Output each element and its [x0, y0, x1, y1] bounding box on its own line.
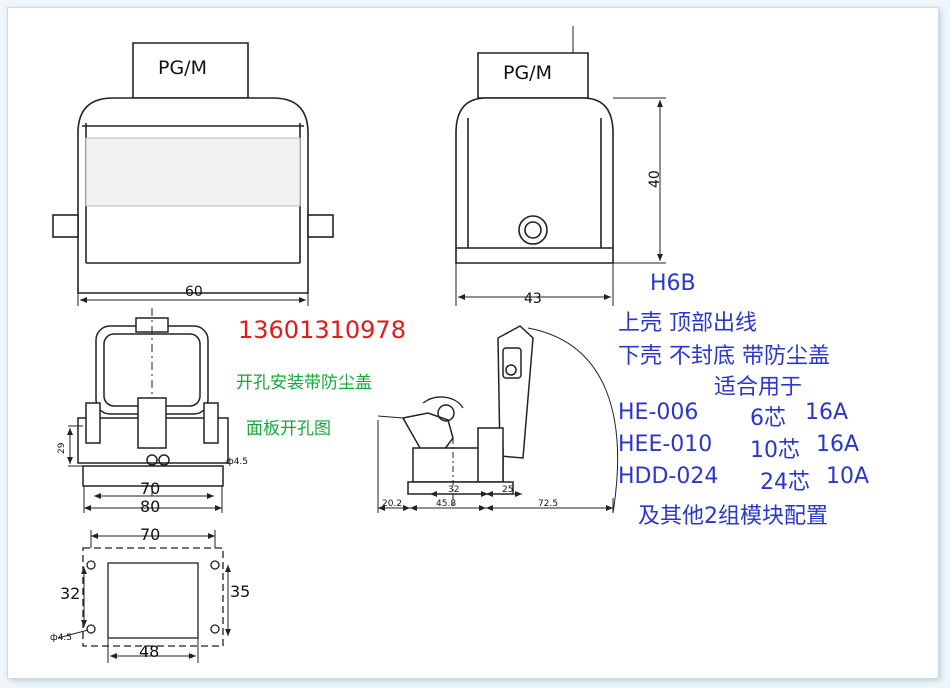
spec-upper-shell: 上壳 顶部出线 — [618, 311, 757, 336]
spec-row-2-cores: 10芯 — [750, 438, 800, 463]
base-dim-29: 29 — [57, 442, 67, 454]
cutout-dim-48: 48 — [139, 642, 159, 661]
side-gland-label: PG/M — [503, 62, 552, 84]
side-view — [455, 26, 666, 306]
spec-applicable: 适合用于 — [714, 375, 803, 400]
spec-row-3-cores: 24芯 — [760, 470, 810, 495]
spec-model: H6B — [650, 271, 696, 296]
spec-row-2-current: 16A — [816, 432, 860, 457]
spec-row-1-name: HE-006 — [618, 400, 699, 425]
spec-row-1-cores: 6芯 — [750, 406, 786, 431]
spec-row-3-current: 10A — [826, 464, 870, 489]
lid-dim-45-8: 45.8 — [436, 499, 456, 509]
cutout-hole-label: ф4.5 — [50, 633, 72, 643]
front-gland-label: PG/M — [158, 57, 207, 79]
base-hole-label: ф4.5 — [226, 457, 248, 467]
phone-number: 13601310978 — [238, 316, 406, 344]
cutout-dim-70: 70 — [140, 525, 160, 544]
spec-lower-shell: 下壳 不封底 带防尘盖 — [618, 344, 830, 369]
front-view — [52, 42, 334, 306]
mount-note: 开孔安装带防尘盖 — [236, 373, 372, 393]
drawing-sheet: PG/M 60 PG/M 43 40 — [8, 8, 938, 678]
cutout-dim-35: 35 — [230, 582, 250, 601]
spec-row-3-name: HDD-024 — [618, 464, 719, 489]
lid-open-view — [377, 325, 619, 514]
technical-drawing: PG/M 60 PG/M 43 40 — [50, 26, 666, 663]
spec-row-2-name: HEE-010 — [618, 432, 713, 457]
lid-dim-20-2: 20.2 — [382, 499, 402, 509]
cutout-note: 面板开孔图 — [246, 419, 331, 439]
base-housing-view — [67, 308, 229, 513]
lid-dim-25: 25 — [502, 485, 513, 495]
lid-dim-72-5: 72.5 — [538, 499, 558, 509]
side-width-label: 43 — [524, 291, 542, 307]
base-dim-70: 70 — [140, 479, 160, 498]
side-height-label: 40 — [647, 170, 663, 188]
lid-dim-32: 32 — [448, 485, 459, 495]
front-width-label: 60 — [185, 284, 203, 300]
cutout-dim-32: 32 — [60, 584, 80, 603]
spec-row-1-current: 16A — [805, 400, 849, 425]
panel-cutout-view — [57, 530, 231, 663]
spec-footer: 及其他2组模块配置 — [638, 504, 828, 529]
base-dim-80: 80 — [140, 497, 160, 516]
